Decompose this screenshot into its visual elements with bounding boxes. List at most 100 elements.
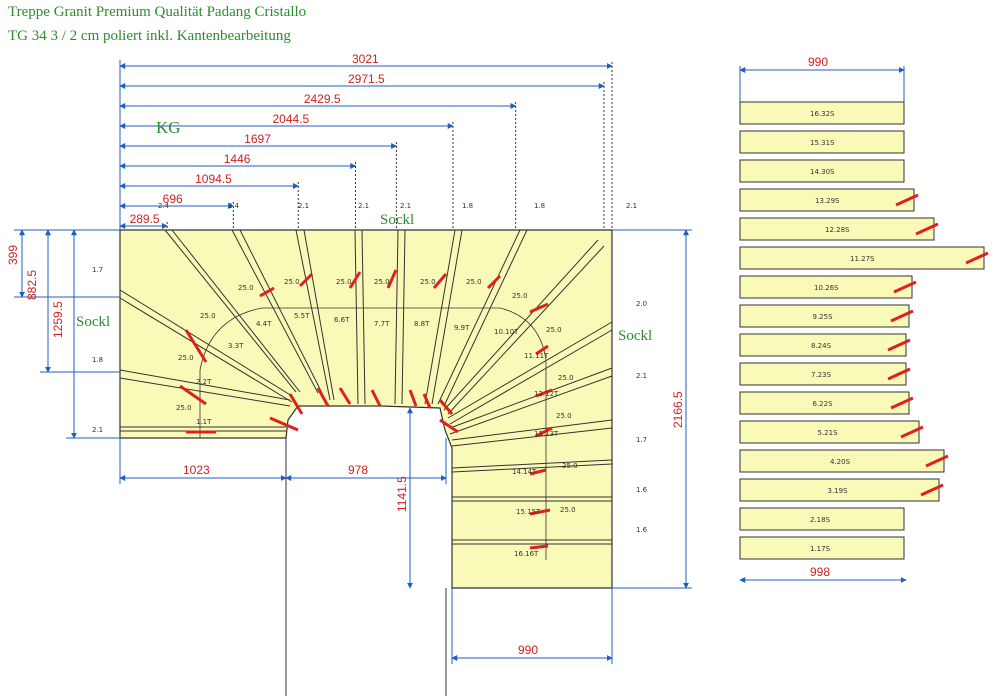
walk-line (199, 307, 547, 560)
label-kg: KG (156, 118, 181, 137)
dim-right-height: 2166.5 (671, 391, 685, 428)
drawing-title: Treppe Granit Premium Qualität Padang Cr… (8, 4, 307, 20)
riser-cut-mark (965, 251, 989, 265)
riser-strip (739, 130, 905, 154)
riser-label: 3.19S (828, 487, 849, 495)
top-small-label: 2.4 (158, 202, 170, 210)
riser-cut-mark (920, 483, 944, 497)
riser-cut-mark (893, 280, 917, 294)
tread-label: 4.4T (256, 320, 272, 328)
top-small-label: 2.1 (400, 202, 411, 210)
riser-bottom-dim-label: 998 (810, 565, 830, 579)
winder-treads (119, 229, 613, 447)
top-dim-label: 3021 (352, 52, 379, 66)
riser-label: 2.18S (810, 516, 831, 524)
dimension-labels: 30212971.52429.52044.5169714461094.56962… (130, 52, 385, 226)
riser-strip (739, 275, 913, 299)
dim-left-1: 399 (6, 245, 20, 265)
riser-label: 14.30S (810, 168, 835, 176)
dim-bottom-vertical: 1141.5 (395, 476, 409, 512)
riser-list: 99016.32S15.31S14.30S13.29S12.28S11.27S1… (739, 55, 989, 583)
riser-strip (739, 536, 905, 560)
top-small-label: 1.8 (534, 202, 545, 210)
top-dim-label: 1094.5 (195, 172, 232, 186)
riser-strip (739, 507, 905, 531)
riser-label: 13.29S (815, 197, 840, 205)
tread-label: 11.11T (524, 352, 549, 360)
top-small-label: 2.1 (358, 202, 369, 210)
tread-label: 2.2T (196, 378, 212, 386)
width-label: 25.0 (558, 374, 574, 382)
riser-strip (739, 391, 910, 415)
riser-cut-mark (887, 367, 911, 381)
top-dim-label: 696 (163, 192, 183, 206)
right-side-label: 1.7 (636, 436, 647, 444)
tread-label: 16.16T (514, 550, 539, 558)
right-side-label: 1.6 (636, 526, 648, 534)
left-side-label: 1.8 (92, 356, 103, 364)
riser-label: 1.17S (810, 545, 831, 553)
riser-strip (739, 246, 985, 270)
riser-cut-mark (887, 338, 911, 352)
tread-label: 10.10T (494, 328, 519, 336)
riser-strip (739, 188, 915, 212)
top-small-label: 2.1 (626, 202, 637, 210)
width-label: 25.0 (374, 278, 390, 286)
top-small-label: 1.8 (462, 202, 473, 210)
riser-strip (739, 420, 920, 444)
width-label: 25.0 (178, 354, 194, 362)
tread-label: 12.12T (534, 390, 559, 398)
riser-label: 10.26S (814, 284, 839, 292)
dim-left-3: 1259.5 (51, 301, 65, 338)
cut-marks (179, 269, 553, 550)
width-label: 25.0 (420, 278, 436, 286)
right-side-label: 2.0 (636, 300, 647, 308)
dim-bottom-left: 1023 (183, 463, 210, 477)
width-label: 25.0 (336, 278, 352, 286)
riser-label: 4.20S (830, 458, 851, 466)
width-label: 25.0 (176, 404, 192, 412)
riser-cut-mark (900, 425, 924, 439)
right-side-label: 1.6 (636, 486, 648, 494)
tread-label: 8.8T (414, 320, 430, 328)
tread-label: 5.5T (294, 312, 310, 320)
drawing-subtitle: TG 34 3 / 2 cm poliert inkl. Kantenbearb… (8, 28, 291, 44)
width-label: 25.0 (200, 312, 216, 320)
top-dim-label: 289.5 (130, 212, 160, 226)
stair-outline (119, 229, 613, 589)
riser-strip (739, 159, 905, 183)
top-dim-label: 2044.5 (272, 112, 309, 126)
tread-label: 9.9T (454, 324, 470, 332)
riser-strip (739, 217, 935, 241)
width-label: 25.0 (284, 278, 300, 286)
width-label: 25.0 (556, 412, 572, 420)
tread-label: 15.15T (516, 508, 541, 516)
top-dim-label: 1446 (224, 152, 251, 166)
riser-top-dim-label: 990 (808, 55, 828, 69)
straight-steps (120, 426, 613, 545)
dim-bottom-right: 990 (518, 643, 538, 657)
riser-label: 6.22S (813, 400, 834, 408)
riser-strip (739, 333, 907, 357)
tread-label: 14.14T (512, 468, 537, 476)
left-side-label: 2.1 (92, 426, 103, 434)
riser-cut-mark (890, 309, 914, 323)
riser-strip (739, 362, 907, 386)
dimension-lines (119, 60, 613, 230)
riser-cut-mark (895, 193, 919, 207)
width-label: 25.0 (466, 278, 482, 286)
label-sockl-left: Sockl (76, 314, 110, 330)
label-sockl-top: Sockl (380, 212, 414, 228)
tread-label: 13.13T (534, 430, 559, 438)
tread-label: 1.1T (196, 418, 212, 426)
riser-label: 5.21S (818, 429, 839, 437)
riser-label: 16.32S (810, 110, 835, 118)
top-dim-label: 2971.5 (348, 72, 385, 86)
top-dim-label: 2429.5 (304, 92, 341, 106)
riser-cut-mark (925, 454, 949, 468)
riser-label: 7.23S (811, 371, 832, 379)
riser-cut-mark (915, 222, 939, 236)
dim-bottom-mid: 978 (348, 463, 368, 477)
top-dim-label: 1697 (244, 132, 271, 146)
